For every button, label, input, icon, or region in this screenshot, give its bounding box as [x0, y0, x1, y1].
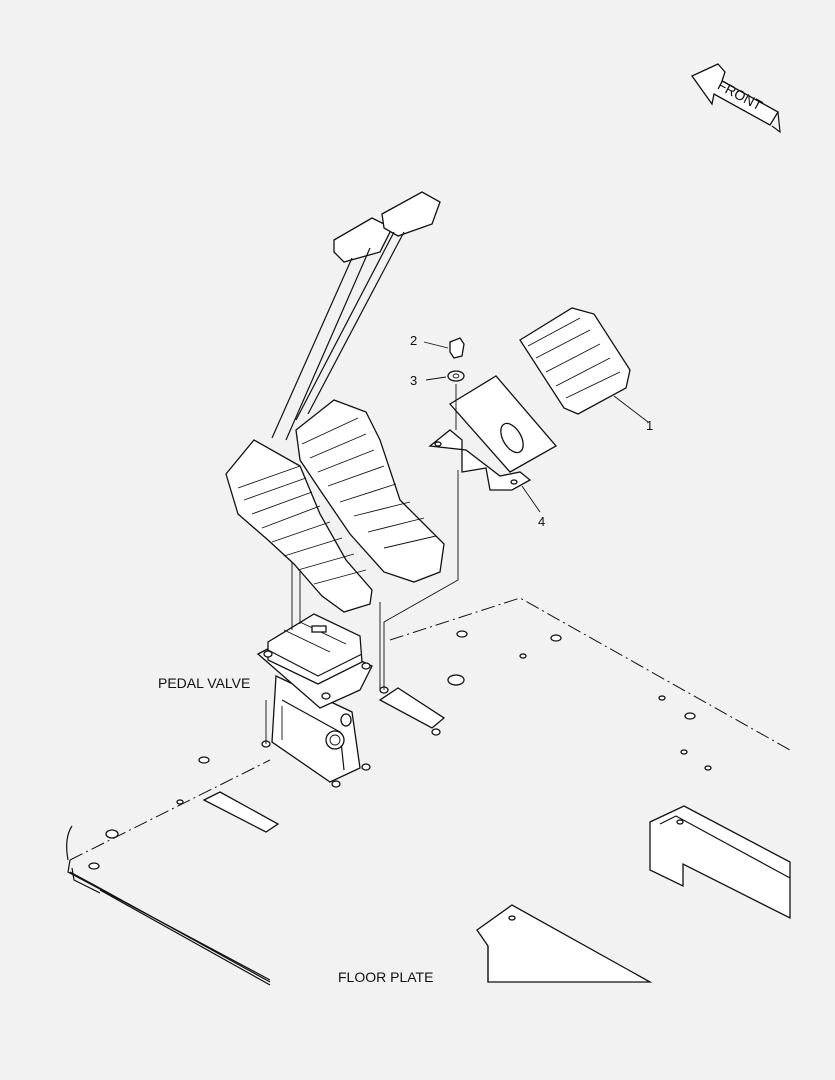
part-4-bracket: 4: [428, 375, 558, 529]
pedal-ribs: [237, 417, 437, 585]
travel-pedal-assembly: [225, 191, 445, 613]
part-2-bolt: 2: [410, 333, 465, 359]
pedal-valve: [256, 562, 373, 783]
floor-plate: [66, 597, 791, 986]
plate-holes: [88, 630, 712, 921]
floor-plate-label: FLOOR PLATE: [338, 969, 433, 985]
callout-3: 3: [410, 373, 417, 388]
part-3-washer: 3: [410, 370, 465, 388]
front-arrow: FRONT: [691, 63, 781, 134]
callout-4: 4: [538, 514, 545, 529]
assembly-lines: [379, 384, 459, 690]
callout-2: 2: [410, 333, 417, 348]
pedal-valve-label: PEDAL VALVE: [158, 675, 250, 691]
callout-1: 1: [646, 418, 653, 433]
part-1-pedal-pad: 1: [519, 307, 653, 433]
